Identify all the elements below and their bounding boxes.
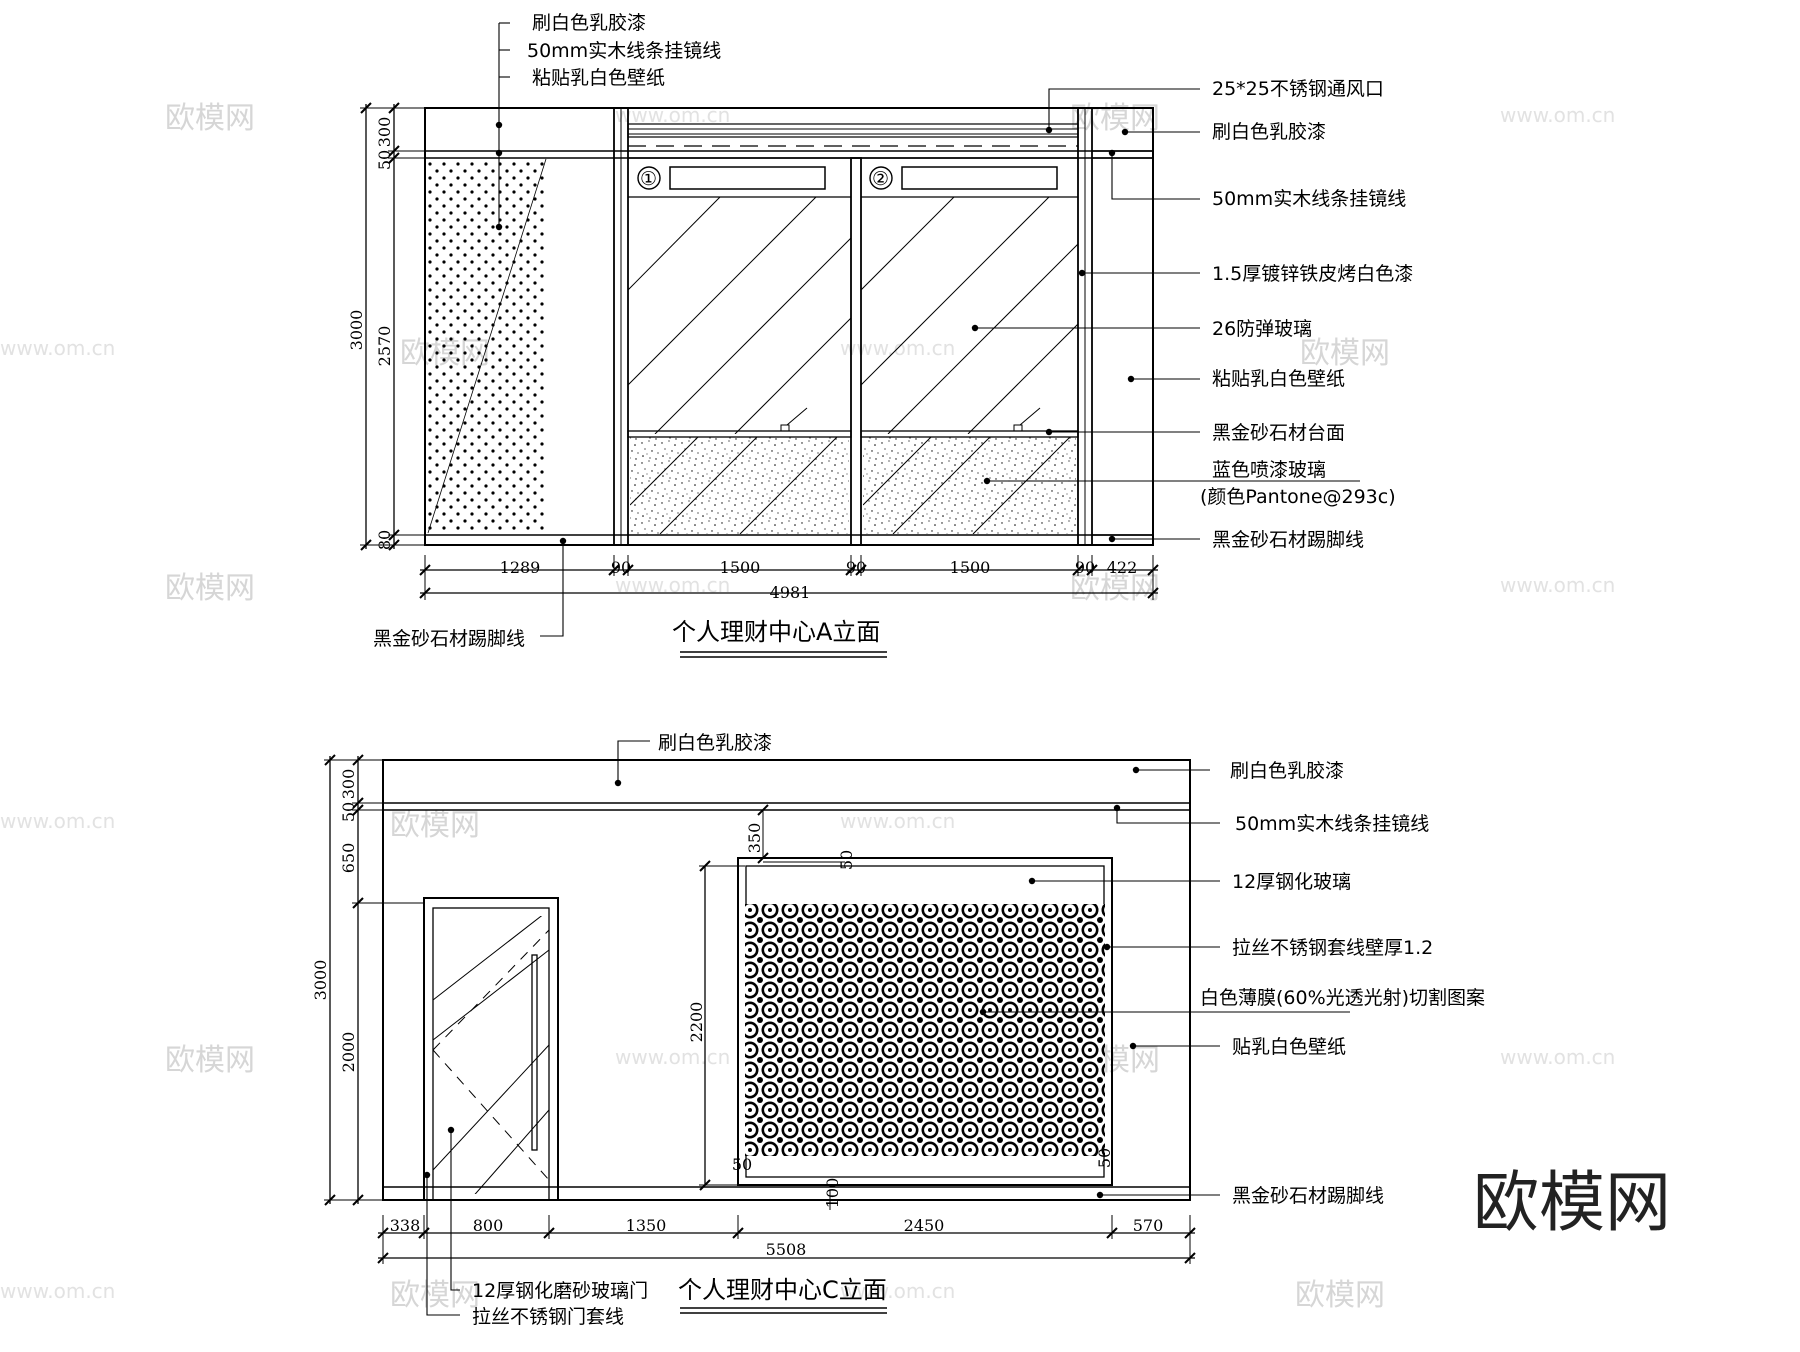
watermark-url: www.om.cn (0, 336, 115, 360)
dim-c-total: 5508 (766, 1240, 807, 1259)
elevation-c (324, 740, 1350, 1316)
label-a-right-7: 蓝色喷漆玻璃 (1212, 459, 1326, 481)
elev-c-outline (382, 759, 1191, 1201)
elev-a-outline (424, 107, 1154, 546)
watermark-url: www.om.cn (0, 1279, 115, 1303)
label-a-right-4: 26防弹玻璃 (1212, 318, 1312, 340)
label-c-right-2: 12厚钢化玻璃 (1232, 871, 1351, 893)
watermark-url: www.om.cn (840, 809, 955, 833)
dim-c-h-1: 800 (473, 1216, 504, 1235)
watermark-url: www.om.cn (1500, 573, 1615, 597)
dim-c-inner-50-left: 50 (732, 1155, 752, 1174)
watermark-cn: 欧模网 (1070, 101, 1160, 136)
dim-a-h-2: 1500 (720, 558, 761, 577)
door-handle (531, 954, 538, 1151)
label-c-right-5: 贴乳白色壁纸 (1232, 1036, 1346, 1058)
door-1-signboard (669, 166, 826, 190)
label-a-right-8: (颜色Pantone@293c) (1200, 486, 1396, 508)
label-a-right-3: 1.5厚镀锌铁皮烤白色漆 (1212, 263, 1413, 285)
elevation-a (360, 22, 1360, 658)
dim-c-inner-2200: 2200 (687, 1002, 706, 1043)
label-a-right-9: 黑金砂石材踢脚线 (1212, 529, 1364, 551)
spray-glass-panel-a2 (863, 437, 1076, 534)
watermark-cn: 欧模网 (390, 808, 480, 843)
label-c-right-4: 白色薄膜(60%光透光射)切割图案 (1200, 987, 1485, 1009)
label-a-right-1: 刷白色乳胶漆 (1212, 121, 1326, 143)
dim-c-v-50: 50 (339, 802, 358, 822)
dim-c-h-0: 338 (390, 1216, 421, 1235)
label-a-bottom: 黑金砂石材踢脚线 (373, 628, 525, 650)
door-2-number-circle (869, 166, 893, 190)
lattice-film-pattern (745, 904, 1105, 1156)
label-c-right-6: 黑金砂石材踢脚线 (1232, 1185, 1384, 1207)
dim-a-h-6: 422 (1107, 558, 1138, 577)
glass-panel-frame (737, 857, 1113, 1186)
label-a-left-2: 粘贴乳白色壁纸 (532, 67, 665, 89)
brand-logo: 欧模网 (1473, 1164, 1671, 1241)
dim-c-h-4: 570 (1133, 1216, 1164, 1235)
dim-a-v-300: 300 (375, 117, 394, 148)
glass-door-frame (423, 897, 559, 1201)
watermark-url: www.om.cn (1500, 1045, 1615, 1069)
door-number-1: ① (640, 168, 657, 190)
dim-a-h-3: 90 (846, 558, 866, 577)
watermark-url: www.om.cn (0, 809, 115, 833)
glass-reflection-a1 (628, 197, 851, 434)
dim-c-v-total: 3000 (311, 960, 330, 1001)
label-a-left-1: 50mm实木线条挂镜线 (527, 40, 721, 62)
spray-glass-panel-a1 (630, 437, 849, 534)
label-a-left-0: 刷白色乳胶漆 (532, 12, 646, 34)
glass-reflection-a2 (861, 197, 1078, 434)
door-2-signboard (901, 166, 1058, 190)
dim-a-v-80: 80 (375, 530, 394, 550)
label-c-right-0: 刷白色乳胶漆 (1230, 760, 1344, 782)
dim-c-v-300: 300 (339, 769, 358, 800)
dim-c-v-2000: 2000 (339, 1032, 358, 1073)
elevation-a-text: ① ② 刷白色乳胶漆 50mm实木线条挂镜线 粘贴乳白色壁纸 25*25不锈钢通… (347, 12, 1413, 650)
watermark-cn: 欧模网 (1300, 336, 1390, 371)
dim-c-h-3: 2450 (904, 1216, 945, 1235)
dim-c-inner-100: 100 (823, 1178, 842, 1209)
label-c-top: 刷白色乳胶漆 (658, 732, 772, 754)
dim-a-v-total: 3000 (347, 310, 366, 351)
watermark-cn: 欧模网 (165, 571, 255, 606)
dim-a-v-50: 50 (375, 150, 394, 170)
label-c-right-1: 50mm实木线条挂镜线 (1235, 813, 1429, 835)
elevation-c-title: 个人理财中心C立面 (678, 1276, 887, 1304)
dim-c-h-2: 1350 (626, 1216, 667, 1235)
door-1-number-circle (637, 166, 661, 190)
elevation-a-title: 个人理财中心A立面 (672, 618, 880, 646)
label-a-right-2: 50mm实木线条挂镜线 (1212, 188, 1406, 210)
dim-c-inner-350: 350 (745, 823, 764, 854)
dim-a-h-5: 90 (1075, 558, 1095, 577)
dim-a-h-0: 1289 (500, 558, 541, 577)
dim-c-v-650: 650 (339, 843, 358, 874)
dim-a-total: 4981 (770, 583, 811, 602)
watermark-cn: 欧模网 (1070, 571, 1160, 606)
elevation-c-text: 刷白色乳胶漆 刷白色乳胶漆 50mm实木线条挂镜线 12厚钢化玻璃 拉丝不锈钢套… (311, 732, 1485, 1328)
label-a-right-5: 粘贴乳白色壁纸 (1212, 368, 1345, 390)
label-a-right-0: 25*25不锈钢通风口 (1212, 78, 1384, 100)
label-c-bottom-0: 12厚钢化磨砂玻璃门 (472, 1280, 648, 1302)
watermark-url: www.om.cn (840, 1279, 955, 1303)
label-a-right-6: 黑金砂石材台面 (1212, 422, 1345, 444)
dim-a-h-4: 1500 (950, 558, 991, 577)
glass-door-panel (432, 907, 550, 1201)
dim-a-v-2570: 2570 (375, 326, 394, 367)
label-c-bottom-1: 拉丝不锈钢门套线 (472, 1306, 624, 1328)
watermark-cn: 欧模网 (165, 1043, 255, 1078)
label-c-right-3: 拉丝不锈钢套线壁厚1.2 (1232, 937, 1433, 959)
door-number-2: ② (872, 168, 889, 190)
vent-grille (627, 123, 1079, 138)
dim-a-h-1: 90 (611, 558, 631, 577)
watermark-cn: 欧模网 (390, 1278, 480, 1313)
dim-c-inner-50-top: 50 (837, 850, 856, 870)
watermark-url: www.om.cn (615, 1045, 730, 1069)
watermark-cn: 欧模网 (1295, 1278, 1385, 1313)
dim-c-inner-50-right: 50 (1095, 1148, 1114, 1168)
watermark-cn: 欧模网 (165, 101, 255, 136)
watermark-url: www.om.cn (1500, 103, 1615, 127)
